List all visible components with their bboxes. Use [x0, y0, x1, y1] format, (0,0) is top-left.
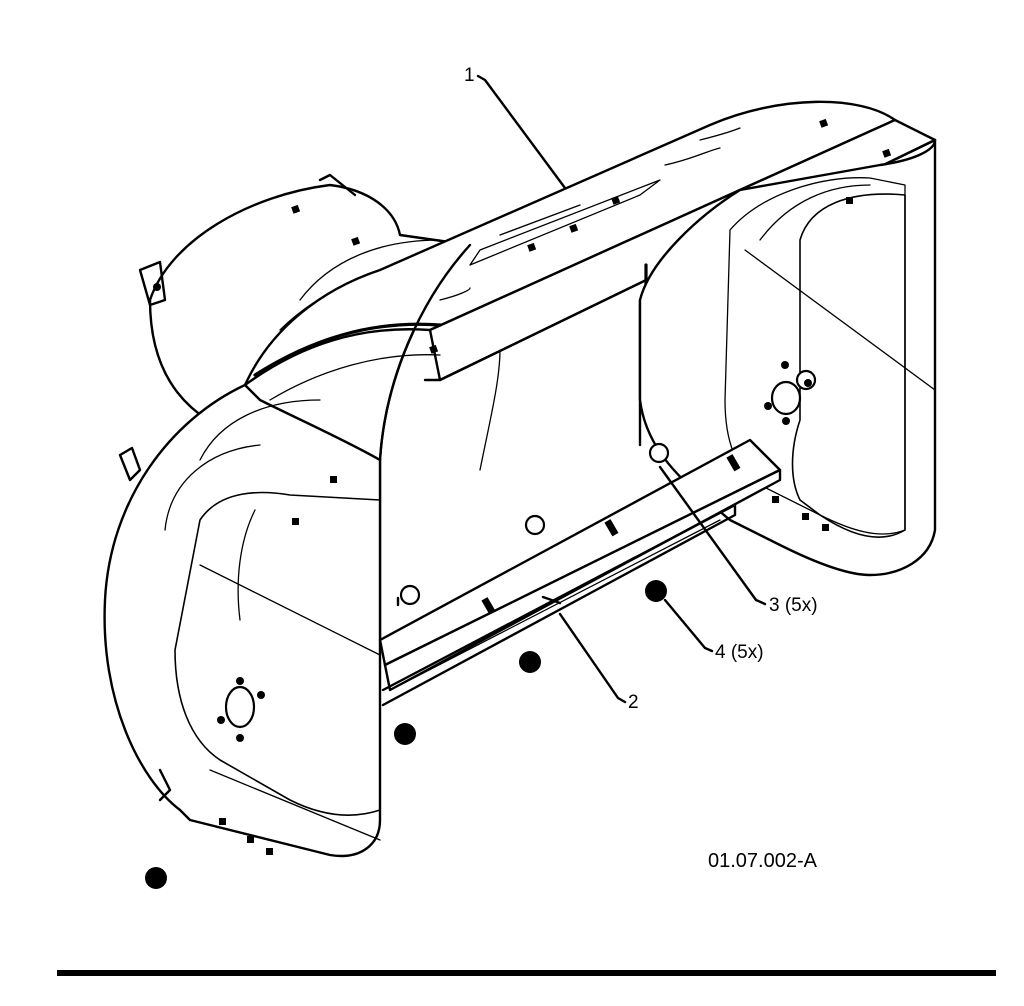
bolt	[396, 584, 421, 607]
nuts	[145, 580, 667, 889]
leader-lines	[476, 74, 767, 704]
bolt	[648, 442, 670, 464]
callout-4: 4 (5x)	[715, 642, 764, 663]
carriage-bolts	[396, 442, 670, 607]
nut	[519, 651, 541, 673]
callout-labels: 1 2 3 (5x) 4 (5x)	[464, 65, 818, 713]
nut	[394, 723, 416, 745]
figure-reference-code: 01.07.002-A	[708, 850, 818, 872]
nut	[645, 580, 667, 602]
bottom-scraper	[378, 438, 782, 707]
bolt	[524, 514, 546, 536]
leader-2	[558, 612, 627, 704]
left-side-plate	[103, 383, 382, 858]
leader-1	[476, 74, 567, 190]
callout-2: 2	[628, 692, 639, 713]
auger-housing	[103, 100, 937, 858]
leader-4	[663, 598, 714, 653]
callout-3: 3 (5x)	[769, 595, 818, 616]
callout-1: 1	[464, 65, 475, 86]
bottom-divider-rule	[57, 970, 996, 976]
nut	[145, 867, 167, 889]
leader-3	[658, 465, 767, 606]
